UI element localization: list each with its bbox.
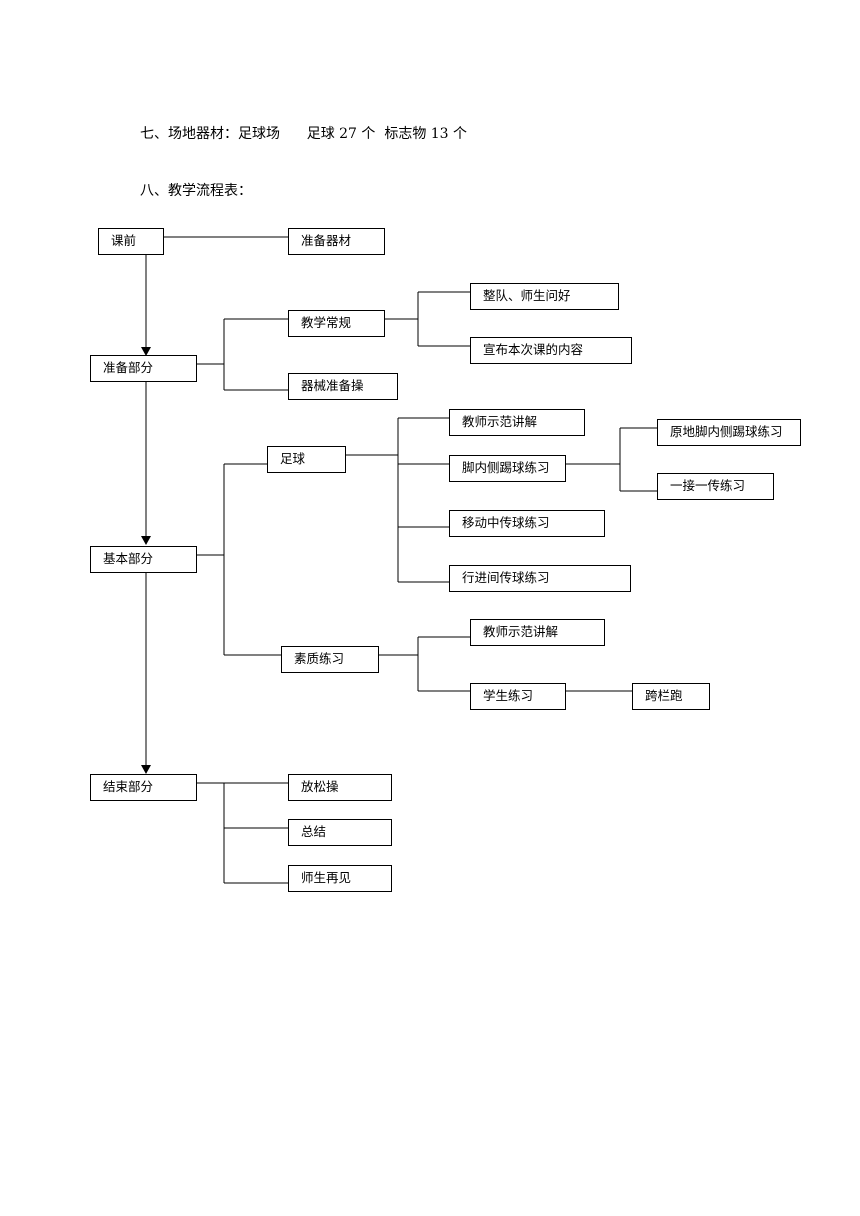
node-prep-part: 准备部分 — [90, 355, 197, 382]
node-hurdle-run: 跨栏跑 — [632, 683, 710, 710]
node-basic-part: 基本部分 — [90, 546, 197, 573]
node-prepare-equipment: 准备器材 — [288, 228, 385, 255]
node-fitness-training: 素质练习 — [281, 646, 379, 673]
node-teacher-demo-2: 教师示范讲解 — [470, 619, 605, 646]
node-stationary-pass: 原地脚内侧踢球练习 — [657, 419, 801, 446]
node-running-pass: 行进间传球练习 — [449, 565, 631, 592]
node-announce-content: 宣布本次课的内容 — [470, 337, 632, 364]
node-inside-foot-pass: 脚内侧踢球练习 — [449, 455, 566, 482]
node-teaching-routine: 教学常规 — [288, 310, 385, 337]
node-moving-pass: 移动中传球练习 — [449, 510, 605, 537]
node-goodbye: 师生再见 — [288, 865, 392, 892]
node-line-up-greet: 整队、师生问好 — [470, 283, 619, 310]
node-football: 足球 — [267, 446, 346, 473]
node-end-part: 结束部分 — [90, 774, 197, 801]
node-summary: 总结 — [288, 819, 392, 846]
equipment-line: 七、场地器材：足球场 足球 27 个 标志物 13 个 — [140, 126, 468, 142]
node-student-practice: 学生练习 — [470, 683, 566, 710]
node-relax-exercise: 放松操 — [288, 774, 392, 801]
node-one-to-one-pass: 一接一传练习 — [657, 473, 774, 500]
node-teacher-demo-1: 教师示范讲解 — [449, 409, 585, 436]
flow-heading: 八、教学流程表： — [140, 183, 252, 199]
node-apparatus-exercise: 器械准备操 — [288, 373, 398, 400]
node-pre-class: 课前 — [98, 228, 164, 255]
